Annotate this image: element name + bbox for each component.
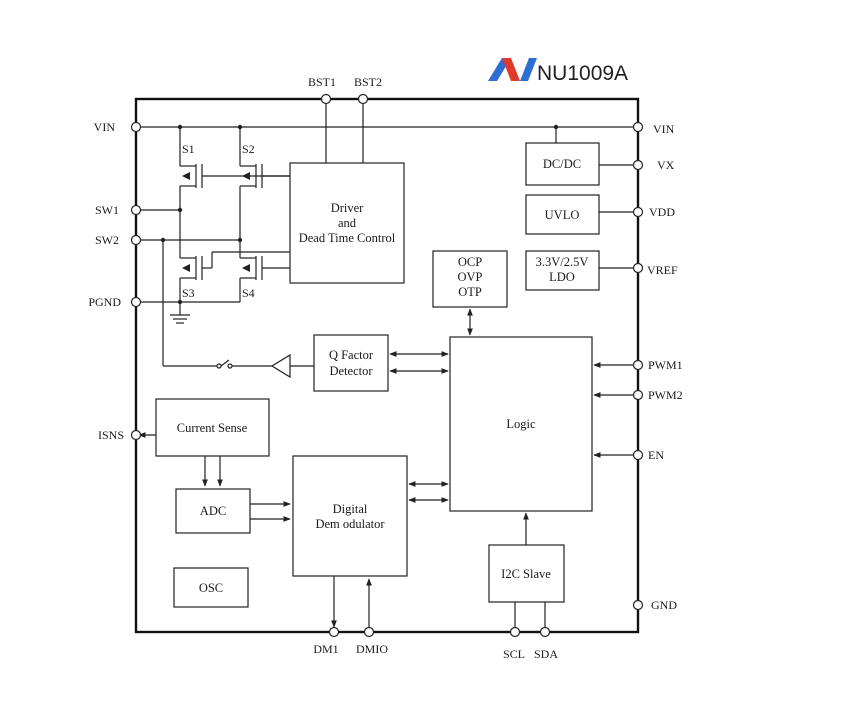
- pin-sda: [539, 626, 551, 638]
- pin-label-sda: SDA: [534, 647, 558, 661]
- company-logo: NU1009A: [488, 58, 628, 85]
- qfactor-label-1: Q Factor: [329, 348, 374, 362]
- logic-label: Logic: [506, 417, 536, 431]
- pin-vref: [632, 262, 644, 274]
- pin-label-bst1: BST1: [308, 75, 336, 89]
- qfactor-label-2: Detector: [329, 364, 373, 378]
- i2c-label: I2C Slave: [501, 567, 551, 581]
- pin-sw1: [130, 204, 142, 216]
- pin-label-vdd: VDD: [649, 205, 675, 219]
- pin-label-vin-right: VIN: [653, 122, 675, 136]
- part-number: NU1009A: [537, 62, 628, 85]
- protection-label-1: OCP: [458, 255, 482, 269]
- pin-label-dm1: DM1: [313, 642, 338, 656]
- ldo-label-2: LDO: [549, 270, 575, 284]
- driver-block: [289, 162, 405, 284]
- pin-label-pgnd: PGND: [88, 295, 121, 309]
- pin-label-vin-left: VIN: [94, 120, 116, 134]
- pin-vx: [632, 159, 644, 171]
- pin-pwm2: [632, 389, 644, 401]
- switch-s3-label: S3: [182, 286, 195, 300]
- pin-bst1: [320, 93, 332, 105]
- logo-mark-blue-right: [520, 58, 537, 81]
- driver-label-3: Dead Time Control: [299, 231, 396, 245]
- i2c-block: [488, 544, 565, 603]
- protection-block: [432, 250, 508, 308]
- pin-sw2: [130, 234, 142, 246]
- amplifier-icon: [270, 353, 291, 379]
- junction: [237, 237, 243, 243]
- pin-isns: [130, 429, 142, 441]
- uvlo-block: [525, 194, 600, 235]
- pin-label-sw2: SW2: [95, 233, 119, 247]
- switch-s2-label: S2: [242, 142, 255, 156]
- driver-label-2: and: [338, 216, 357, 230]
- logo-mark-red: [502, 58, 520, 81]
- pin-label-vref: VREF: [647, 263, 678, 277]
- mosfet-s4-icon: [240, 256, 290, 280]
- switch-s1-label: S1: [182, 142, 195, 156]
- adc-label: ADC: [200, 504, 226, 518]
- pin-vin-left: [130, 121, 142, 133]
- logic-block: [449, 336, 593, 512]
- pin-dmio: [363, 626, 375, 638]
- ldo-block: [525, 250, 600, 291]
- pin-vin-right: [632, 121, 644, 133]
- switch-icon: [216, 359, 233, 369]
- pin-label-vx: VX: [657, 158, 675, 172]
- driver-label-1: Driver: [331, 201, 364, 215]
- pin-label-pwm1: PWM1: [648, 358, 683, 372]
- dcdc-block: [525, 142, 600, 186]
- switch-s4-label: S4: [242, 286, 255, 300]
- pin-label-sw1: SW1: [95, 203, 119, 217]
- adc-block: [175, 488, 251, 534]
- mosfet-s3-icon: [180, 251, 290, 280]
- junction: [177, 207, 183, 213]
- qfactor-block: [313, 334, 389, 392]
- pin-scl: [509, 626, 521, 638]
- pin-en: [632, 449, 644, 461]
- dcdc-label: DC/DC: [543, 157, 581, 171]
- demod-label-2: Dem odulator: [315, 517, 385, 531]
- osc-label: OSC: [199, 581, 223, 595]
- pin-dm1: [328, 626, 340, 638]
- pin-label-en: EN: [648, 448, 664, 462]
- pin-label-pwm2: PWM2: [648, 388, 683, 402]
- current-sense-label: Current Sense: [177, 421, 248, 435]
- pin-bst2: [357, 93, 369, 105]
- pin-label-bst2: BST2: [354, 75, 382, 89]
- demod-label-1: Digital: [333, 502, 368, 516]
- uvlo-label: UVLO: [545, 208, 580, 222]
- pin-label-scl: SCL: [503, 647, 525, 661]
- pin-vdd: [632, 206, 644, 218]
- junction: [177, 299, 183, 305]
- current-sense-block: [155, 398, 270, 457]
- demodulator-block: [292, 455, 408, 577]
- protection-label-3: OTP: [458, 285, 482, 299]
- pin-label-gnd: GND: [651, 598, 677, 612]
- osc-block: [173, 567, 249, 608]
- ground-icon: [170, 314, 190, 324]
- pin-pgnd: [130, 296, 142, 308]
- ldo-label-1: 3.3V/2.5V: [536, 255, 589, 269]
- pin-gnd: [632, 599, 644, 611]
- pin-pwm1: [632, 359, 644, 371]
- protection-label-2: OVP: [457, 270, 482, 284]
- pin-label-isns: ISNS: [98, 428, 124, 442]
- pin-label-dmio: DMIO: [356, 642, 388, 656]
